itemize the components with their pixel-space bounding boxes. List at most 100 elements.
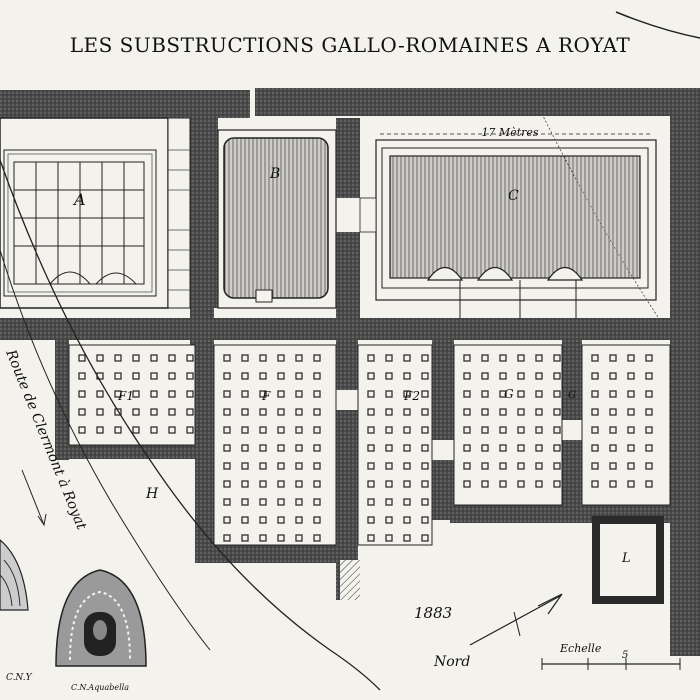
pillar [421, 408, 429, 416]
pillar [241, 426, 249, 434]
pillar [168, 426, 176, 434]
pillar [259, 480, 267, 488]
pillar [499, 354, 507, 362]
pillar [259, 426, 267, 434]
pillar [277, 462, 285, 470]
pillar [463, 372, 471, 380]
pillar [481, 372, 489, 380]
pillar [367, 498, 375, 506]
pillar [295, 408, 303, 416]
pillar [367, 516, 375, 524]
pillar [591, 444, 599, 452]
pillar [259, 498, 267, 506]
pillar [241, 372, 249, 380]
pillar [114, 390, 122, 398]
pillar [78, 372, 86, 380]
pillar [385, 390, 393, 398]
pillar [517, 354, 525, 362]
room-label-b: B [269, 166, 280, 182]
pillar [517, 390, 525, 398]
corner-arc [615, 11, 700, 39]
pillar-grid [78, 354, 653, 542]
pillar [367, 390, 375, 398]
pillar [481, 408, 489, 416]
pillar [150, 426, 158, 434]
scale-value: 5 [622, 650, 628, 661]
pillar [481, 462, 489, 470]
pillar [313, 516, 321, 524]
north-arrow [469, 593, 563, 646]
pillar [223, 462, 231, 470]
pillar [591, 426, 599, 434]
pillar [78, 390, 86, 398]
room-label-g: G [504, 387, 514, 401]
pillar [591, 354, 599, 362]
pillar [313, 462, 321, 470]
pillar [150, 354, 158, 362]
pillar [186, 408, 194, 416]
pillar [367, 444, 375, 452]
pillar [627, 354, 635, 362]
pillar [385, 498, 393, 506]
pillar [517, 480, 525, 488]
pillar [313, 498, 321, 506]
pillar [78, 408, 86, 416]
pillar [463, 408, 471, 416]
walls [0, 88, 700, 656]
pillar [259, 462, 267, 470]
pillar [313, 408, 321, 416]
pillar [591, 408, 599, 416]
scale-label: Echelle [559, 642, 602, 655]
pillar [385, 354, 393, 362]
pillar [535, 426, 543, 434]
pillar [609, 426, 617, 434]
pillar [645, 372, 653, 380]
pillar [241, 444, 249, 452]
pillar [403, 462, 411, 470]
pillar [186, 372, 194, 380]
pillar [481, 390, 489, 398]
pillar [553, 390, 561, 398]
pillar [627, 372, 635, 380]
pillar [421, 372, 429, 380]
lower-labels: F1 F F2 G G H L [117, 387, 631, 566]
pillar [517, 408, 525, 416]
pillar [114, 372, 122, 380]
pillar [241, 462, 249, 470]
pillar [367, 462, 375, 470]
pillar [367, 354, 375, 362]
pillar [645, 390, 653, 398]
caption-left: C.N.Y [6, 673, 33, 683]
pillar [313, 354, 321, 362]
pillar [313, 390, 321, 398]
pillar [385, 408, 393, 416]
pillar [591, 390, 599, 398]
pillar [591, 480, 599, 488]
pillar [241, 354, 249, 362]
pillar [421, 390, 429, 398]
pillar [609, 444, 617, 452]
pillar [168, 408, 176, 416]
pillar [295, 534, 303, 542]
room-label-g2: G [568, 390, 576, 401]
pillar [553, 444, 561, 452]
pillar [223, 516, 231, 524]
pillar [295, 462, 303, 470]
plan-title: LES SUBSTRUCTIONS GALLO-ROMAINES A ROYAT [70, 33, 631, 57]
pillar [223, 444, 231, 452]
pillar [277, 426, 285, 434]
year-label: 1883 [414, 604, 452, 622]
pillar [535, 480, 543, 488]
pillar [517, 444, 525, 452]
pillar [463, 390, 471, 398]
pillar [535, 372, 543, 380]
pillar [96, 354, 104, 362]
room-b: B [217, 129, 337, 309]
pillar [259, 516, 267, 524]
pillar [403, 516, 411, 524]
pillar [313, 444, 321, 452]
pillar [295, 372, 303, 380]
pillar [421, 426, 429, 434]
pillar [295, 426, 303, 434]
